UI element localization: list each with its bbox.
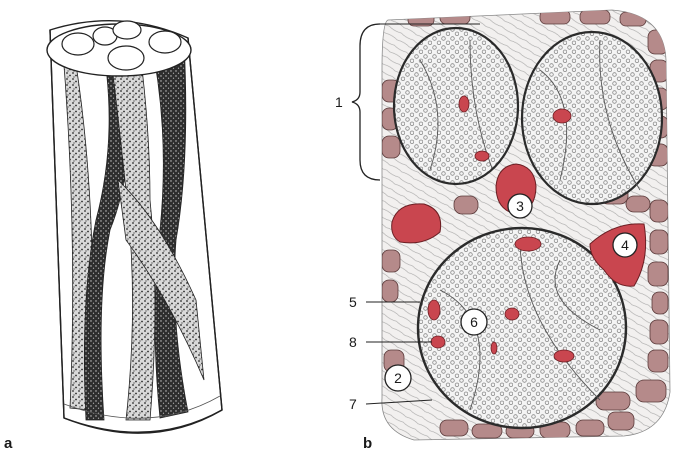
svg-text:4: 4 xyxy=(621,237,629,253)
circle-label-4: 4 xyxy=(613,233,637,257)
svg-text:2: 2 xyxy=(394,370,402,386)
label-5: 5 xyxy=(349,294,357,310)
label-8: 8 xyxy=(349,334,357,350)
circle-label-2: 2 xyxy=(385,365,411,391)
circle-label-3: 3 xyxy=(508,194,532,218)
panel-a-nerve-illustration xyxy=(47,21,222,434)
vessel-left xyxy=(392,204,441,243)
svg-text:6: 6 xyxy=(470,314,478,330)
circle-label-6: 6 xyxy=(461,309,487,335)
fascicle-top-left xyxy=(394,28,518,184)
fascicle-top-right xyxy=(522,32,662,204)
panel-a-letter: a xyxy=(4,435,13,452)
bracket-1 xyxy=(352,24,380,180)
panel-b-cross-section: 2 3 4 6 xyxy=(352,10,670,440)
label-7: 7 xyxy=(349,396,357,412)
panel-b-letter: b xyxy=(363,435,372,452)
label-1: 1 xyxy=(335,94,343,110)
svg-text:3: 3 xyxy=(516,198,524,214)
vessel-endoneurial xyxy=(459,96,469,112)
